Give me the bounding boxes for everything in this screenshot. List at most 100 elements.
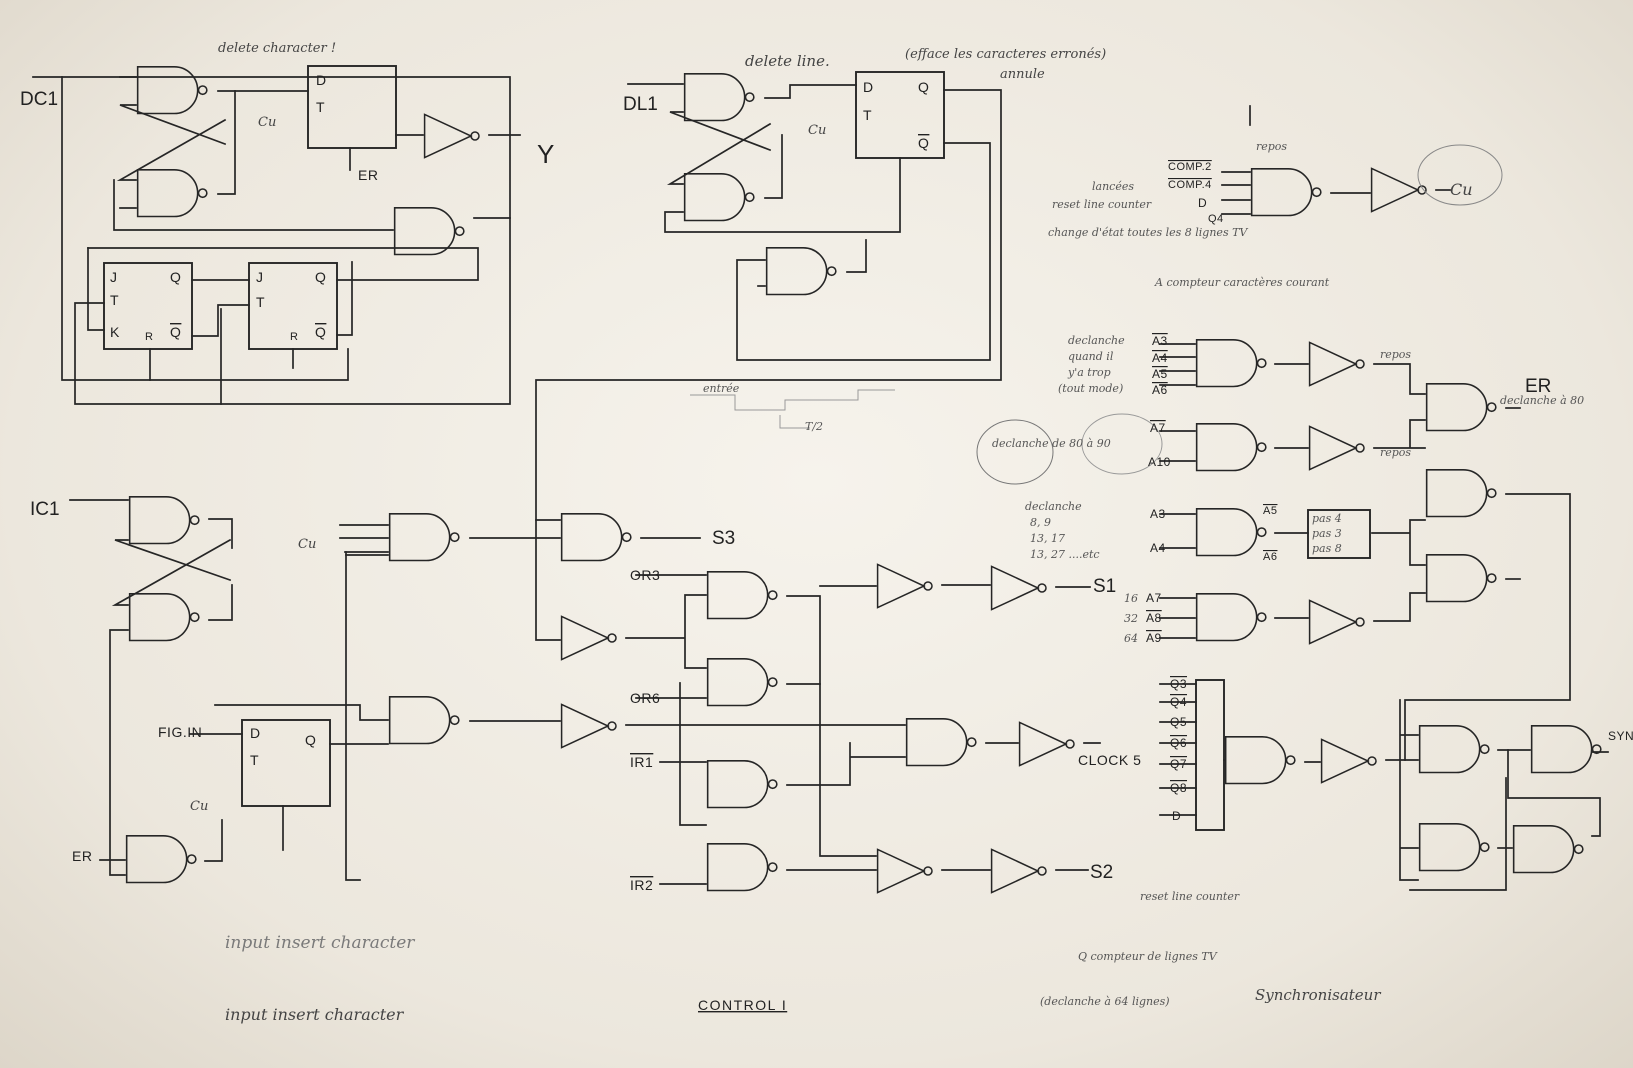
pin-label: Q xyxy=(170,269,181,285)
output-logic-block xyxy=(535,512,1101,894)
clock-gating-block xyxy=(1221,105,1451,217)
input-label: A6 xyxy=(1152,383,1168,397)
annotation: repos xyxy=(1256,140,1287,153)
input-label: D xyxy=(1198,196,1207,210)
signal-label: ER xyxy=(358,167,378,183)
decoder-box xyxy=(1307,509,1371,559)
input-label: Q7 xyxy=(1170,757,1187,771)
input-label: A5 xyxy=(1263,505,1277,517)
annotation: 8, 9 xyxy=(1030,516,1051,529)
input-label: A6 xyxy=(1263,551,1277,563)
d-flipflop xyxy=(307,65,397,149)
signal-label: SYN xyxy=(1608,729,1633,743)
pin-label: Q xyxy=(918,135,929,151)
delete-line-block xyxy=(535,71,1002,521)
input-label: A9 xyxy=(1146,631,1162,645)
pin-label: Q xyxy=(170,324,181,340)
pin-label: Q xyxy=(305,732,316,748)
annotation: reset line counter xyxy=(1140,890,1240,903)
signal-label: IR2 xyxy=(630,877,653,893)
annotation: quand il xyxy=(1068,350,1114,363)
signal-label: S2 xyxy=(1090,862,1113,883)
annotation: (tout mode) xyxy=(1058,382,1123,395)
signal-label: Cu xyxy=(1450,180,1473,199)
insert-character-block xyxy=(69,495,561,884)
signal-label: S1 xyxy=(1093,576,1116,597)
annotation: annule xyxy=(1000,67,1045,82)
line-counter-synchro-block xyxy=(1159,679,1609,891)
annotation: (declanche à 64 lignes) xyxy=(1040,995,1170,1008)
pin-label: T xyxy=(256,294,265,310)
input-label: A3 xyxy=(1152,334,1168,348)
annotation: delete character ! xyxy=(218,41,336,56)
input-label: Q3 xyxy=(1170,677,1187,691)
input-label: Q8 xyxy=(1170,781,1187,795)
signal-label: OR6 xyxy=(630,690,660,706)
signal-label: IC1 xyxy=(30,499,60,520)
jk-flipflop xyxy=(103,262,193,350)
annotation: repos xyxy=(1380,348,1411,361)
annotation-circle xyxy=(1417,144,1503,206)
line-counter-bus xyxy=(1195,679,1225,831)
signal-label: DC1 xyxy=(20,89,58,110)
signal-label: IR1 xyxy=(630,754,653,770)
annotation: A compteur caractères courant xyxy=(1154,276,1330,289)
pin-label: Q xyxy=(918,79,929,95)
input-label: A3 xyxy=(1150,507,1166,521)
input-label: A10 xyxy=(1148,455,1171,469)
input-label: A4 xyxy=(1152,351,1168,365)
input-label: Q6 xyxy=(1170,736,1187,750)
signal-label: ER xyxy=(72,848,92,864)
signal-label: S3 xyxy=(712,528,735,549)
pin-label: R xyxy=(145,331,153,343)
pin-label: J xyxy=(110,269,118,285)
annotation: lancées xyxy=(1092,180,1134,193)
pin-label: T xyxy=(250,752,259,768)
pin-label: D xyxy=(316,72,327,88)
signal-label: CLOCK 5 xyxy=(1078,752,1141,768)
annotation: declanche xyxy=(1025,500,1082,513)
input-label: A5 xyxy=(1152,367,1168,381)
pin-label: D xyxy=(250,725,261,741)
input-label: Q4 xyxy=(1208,213,1224,225)
input-label: A8 xyxy=(1146,611,1162,625)
annotation: 13, 17 xyxy=(1030,532,1065,545)
signal-label: DL1 xyxy=(623,94,658,115)
annotation-circle xyxy=(1081,413,1163,475)
annotation: entrée xyxy=(703,382,740,395)
signal-label: Cu xyxy=(190,799,208,814)
pin-label: T xyxy=(110,292,119,308)
annotation: declanche à 80 xyxy=(1500,394,1584,407)
input-label: COMP.4 xyxy=(1168,179,1212,191)
pin-label: J xyxy=(256,269,264,285)
annotation: change d'état toutes les 8 lignes TV xyxy=(1048,226,1248,239)
pin-label: Q xyxy=(315,269,326,285)
d-flipflop xyxy=(241,719,331,807)
annotation: 13, 27 ....etc xyxy=(1030,548,1100,561)
annotation: (efface les caracteres erronés) xyxy=(905,47,1106,62)
annotation: 16 xyxy=(1124,592,1138,605)
input-label: Q5 xyxy=(1170,715,1187,729)
output-label: Y xyxy=(537,139,554,169)
annotation: pas 8 xyxy=(1312,542,1342,555)
input-label: A7 xyxy=(1150,421,1166,435)
annotation: input insert character xyxy=(225,1005,405,1024)
signal-label: OR3 xyxy=(630,567,660,583)
annotation: 32 xyxy=(1124,612,1138,625)
input-label: Q4 xyxy=(1170,695,1187,709)
page-title: CONTROL I xyxy=(698,997,787,1013)
pin-label: R xyxy=(290,331,298,343)
input-label: A4 xyxy=(1150,541,1166,555)
pin-label: Q xyxy=(315,324,326,340)
pin-label: K xyxy=(110,324,120,340)
annotation: declanche xyxy=(1068,334,1125,347)
annotation: repos xyxy=(1380,446,1411,459)
annotation: pas 3 xyxy=(1312,527,1342,540)
pin-label: D xyxy=(863,79,874,95)
annotation: delete line. xyxy=(745,52,830,70)
input-label: D xyxy=(1172,809,1181,823)
signal-label: Cu xyxy=(258,115,276,130)
annotation: y'a trop xyxy=(1067,366,1111,379)
